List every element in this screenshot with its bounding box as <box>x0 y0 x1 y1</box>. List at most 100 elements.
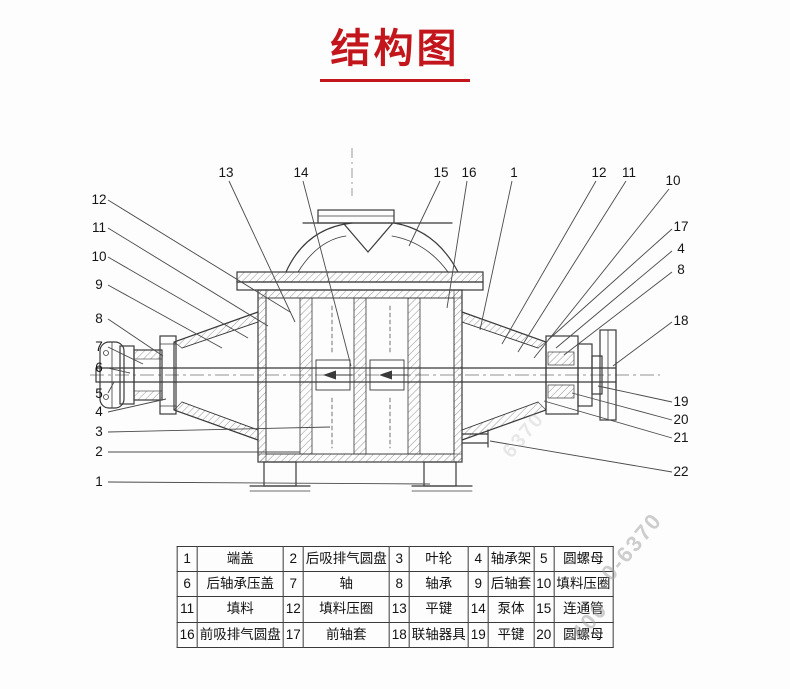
leader-line-17 <box>547 228 673 341</box>
leader-line-9 <box>107 284 223 349</box>
leader-line-5 <box>107 381 115 394</box>
callout-number-12: 12 <box>591 165 606 180</box>
leader-line-8 <box>107 318 164 357</box>
part-number: 2 <box>282 545 304 573</box>
pump-dome <box>285 222 459 273</box>
leader-line-22 <box>489 440 673 473</box>
part-label: 填料压圈 <box>553 571 614 598</box>
mounting-feet <box>249 461 473 492</box>
leader-line-20 <box>571 392 673 421</box>
part-label: 圆螺母 <box>553 621 614 648</box>
centerlines <box>90 148 660 376</box>
callout-number-12: 12 <box>91 192 106 207</box>
part-number: 15 <box>533 596 555 623</box>
part-label: 填料压圈 <box>302 596 390 623</box>
leader-line-4 <box>107 398 167 413</box>
callout-number-13: 13 <box>218 165 233 180</box>
callout-number-9: 9 <box>95 277 103 292</box>
leader-line-14 <box>302 180 352 367</box>
leader-line-19 <box>597 385 673 403</box>
callout-number-5: 5 <box>95 386 103 401</box>
callout-number-14: 14 <box>293 165 309 180</box>
callout-number-1: 1 <box>95 474 103 489</box>
callout-number-15: 15 <box>433 165 448 180</box>
part-label: 连通管 <box>553 596 614 623</box>
part-label: 平键 <box>408 596 469 623</box>
right-bracket <box>461 311 547 441</box>
part-number: 9 <box>467 571 489 598</box>
part-label: 端盖 <box>196 545 284 573</box>
callout-number-21: 21 <box>673 430 688 445</box>
right-bearing-housing <box>545 335 593 415</box>
leader-line-6 <box>107 367 131 374</box>
leader-line-13 <box>228 180 296 323</box>
callout-number-22: 22 <box>673 464 688 479</box>
part-number: 16 <box>176 621 198 648</box>
callout-number-8: 8 <box>95 311 103 326</box>
callout-number-6: 6 <box>95 360 103 375</box>
callout-lines <box>107 180 673 485</box>
callout-number-10: 10 <box>91 249 106 264</box>
page-title-block: 结构图 <box>0 16 790 82</box>
callout-number-7: 7 <box>95 339 103 354</box>
part-number: 6 <box>176 571 198 598</box>
callout-number-16: 16 <box>461 165 476 180</box>
part-label: 后吸排气圆盘 <box>302 545 390 573</box>
leader-line-21 <box>543 400 673 439</box>
callout-number-8: 8 <box>677 262 685 277</box>
part-label: 泵体 <box>487 596 535 623</box>
left-stuffing-box <box>99 341 163 409</box>
leader-line-10 <box>533 188 670 359</box>
part-number: 20 <box>533 621 555 648</box>
part-number: 13 <box>388 596 410 623</box>
callout-number-19: 19 <box>673 394 688 409</box>
part-label: 轴承架 <box>487 545 535 573</box>
part-label: 平键 <box>487 621 535 648</box>
leader-line-12 <box>501 180 597 345</box>
top-pipe-flange <box>302 209 453 224</box>
part-number: 18 <box>388 621 410 648</box>
callout-number-4: 4 <box>95 404 103 419</box>
leader-line-11 <box>107 227 269 327</box>
callout-number-3: 3 <box>95 424 103 439</box>
callout-number-4: 4 <box>677 241 685 256</box>
part-number: 11 <box>176 596 198 623</box>
part-label: 轴承 <box>408 571 469 598</box>
callout-number-10: 10 <box>665 173 680 188</box>
part-number: 5 <box>533 545 555 573</box>
pump-structure-diagram: 1211109876543211314151611211101748181920… <box>90 148 689 492</box>
part-label: 后轴套 <box>487 571 535 598</box>
part-number: 12 <box>282 596 304 623</box>
leader-line-16 <box>446 180 468 309</box>
impeller-hubs <box>315 359 409 391</box>
callout-number-1: 1 <box>510 165 518 180</box>
part-number: 7 <box>282 571 304 598</box>
coupling <box>591 329 617 421</box>
callout-number-11: 11 <box>622 165 636 180</box>
pump-drawing <box>95 209 617 492</box>
leader-line-11 <box>517 180 627 353</box>
leader-line-1 <box>107 481 431 485</box>
leader-line-15 <box>408 180 441 247</box>
leader-line-8 <box>563 271 673 356</box>
part-number: 10 <box>533 571 555 598</box>
part-label: 填料 <box>196 596 284 623</box>
part-label: 前吸排气圆盘 <box>196 621 284 648</box>
port-discs <box>299 297 421 455</box>
side-pipe <box>461 429 489 448</box>
part-number: 8 <box>388 571 410 598</box>
part-number: 1 <box>176 545 198 573</box>
leader-line-12 <box>107 199 291 313</box>
part-number: 17 <box>282 621 304 648</box>
callout-number-17: 17 <box>673 219 688 234</box>
title-underline <box>320 79 470 82</box>
part-label: 轴 <box>302 571 390 598</box>
left-bracket <box>159 311 259 441</box>
callout-number-18: 18 <box>673 313 688 328</box>
